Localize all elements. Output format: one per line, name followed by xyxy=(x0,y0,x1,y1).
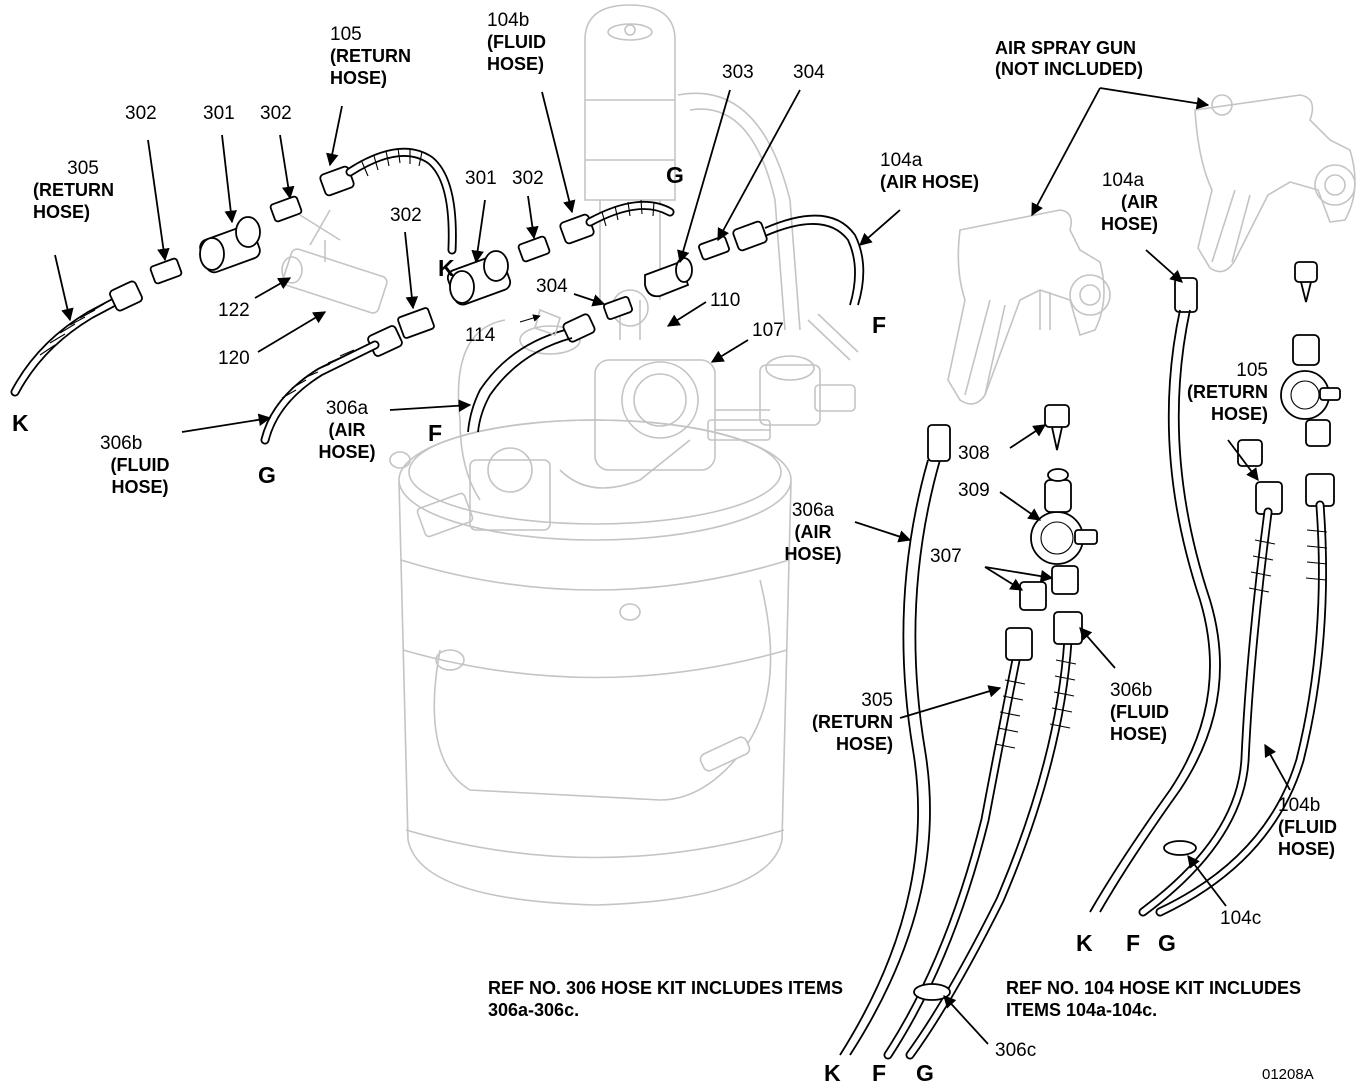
callout-104a-air-hose-right: 104a (AIR HOSE) xyxy=(1100,170,1158,234)
callout-120: 120 xyxy=(218,348,250,369)
leader-lines xyxy=(54,87,1291,1045)
callout-air-spray-gun: AIR SPRAY GUN (NOT INCLUDED) xyxy=(995,38,1143,80)
center-hose-assembly xyxy=(446,199,865,433)
callout-105-return-hose-top: 105 (RETURN HOSE) xyxy=(330,24,411,88)
callout-306a-air-hose-left: 306a (AIR HOSE) xyxy=(318,398,376,462)
callout-104c: 104c xyxy=(1220,908,1262,929)
hose-end-letter-g-left: G xyxy=(258,462,276,488)
hose-end-letter-k-left: K xyxy=(12,410,29,436)
hose-end-letter-k-mid: K xyxy=(438,255,455,281)
hose-end-letter-f-right: F xyxy=(872,312,887,338)
callout-104b-fluid-hose-top: 104b (FLUID HOSE) xyxy=(487,10,546,74)
callout-114: 114 xyxy=(465,325,496,346)
callout-306c: 306c xyxy=(995,1040,1037,1061)
air-spray-gun-left xyxy=(947,209,1111,405)
hose-end-letter-f-104: F xyxy=(1126,930,1141,956)
callout-309: 309 xyxy=(958,480,990,501)
callout-308: 308 xyxy=(958,443,990,464)
pump-and-tank-background xyxy=(389,4,859,906)
hose-end-letter-g-104: G xyxy=(1158,930,1176,956)
hose-end-letter-k-306: K xyxy=(824,1060,841,1086)
hose-kit-306 xyxy=(839,404,1098,1060)
note-104-hose-kit: REF NO. 104 HOSE KIT INCLUDES ITEMS 104a… xyxy=(1006,978,1302,1020)
callout-303: 303 xyxy=(722,62,754,83)
callout-302-d: 302 xyxy=(390,205,422,226)
callout-302-b: 302 xyxy=(260,103,292,124)
callout-306a-air-hose-right: 306a (AIR HOSE) xyxy=(784,500,842,564)
callout-110: 110 xyxy=(710,290,741,311)
callout-307: 307 xyxy=(930,546,962,567)
callout-301-b: 301 xyxy=(465,168,497,189)
hose-end-letter-f-left: F xyxy=(428,420,443,446)
hose-end-letter-g-306: G xyxy=(916,1060,934,1086)
callout-105-return-hose-right: 105 (RETURN HOSE) xyxy=(1187,360,1268,424)
air-spray-gun-right xyxy=(1194,94,1356,273)
callout-104b-fluid-hose-right: 104b (FLUID HOSE) xyxy=(1278,795,1337,859)
callout-304-mid: 304 xyxy=(536,276,568,297)
left-hose-assembly xyxy=(10,147,457,445)
hose-end-letter-f-306: F xyxy=(872,1060,887,1086)
callout-301-a: 301 xyxy=(203,103,235,124)
callout-306b-fluid-hose-right: 306b (FLUID HOSE) xyxy=(1110,680,1169,744)
hose-end-letter-g-top: G xyxy=(666,162,684,188)
callout-107: 107 xyxy=(752,320,784,341)
callout-305-return-hose-right: 305 (RETURN HOSE) xyxy=(812,690,893,754)
callout-304-top: 304 xyxy=(793,62,825,83)
hose-end-letter-k-104: K xyxy=(1076,930,1093,956)
callout-104a-air-hose-top: 104a (AIR HOSE) xyxy=(880,150,979,193)
callout-302-c: 302 xyxy=(512,168,544,189)
callout-305-return-hose-left: 305 (RETURN HOSE) xyxy=(33,158,114,222)
callout-302-a: 302 xyxy=(125,103,157,124)
note-306-hose-kit: REF NO. 306 HOSE KIT INCLUDES ITEMS 306a… xyxy=(488,978,844,1020)
callout-306b-fluid-hose-left: 306b (FLUID HOSE) xyxy=(100,433,170,497)
drawing-number: 01208A xyxy=(1262,1066,1314,1083)
callout-122: 122 xyxy=(218,300,250,321)
